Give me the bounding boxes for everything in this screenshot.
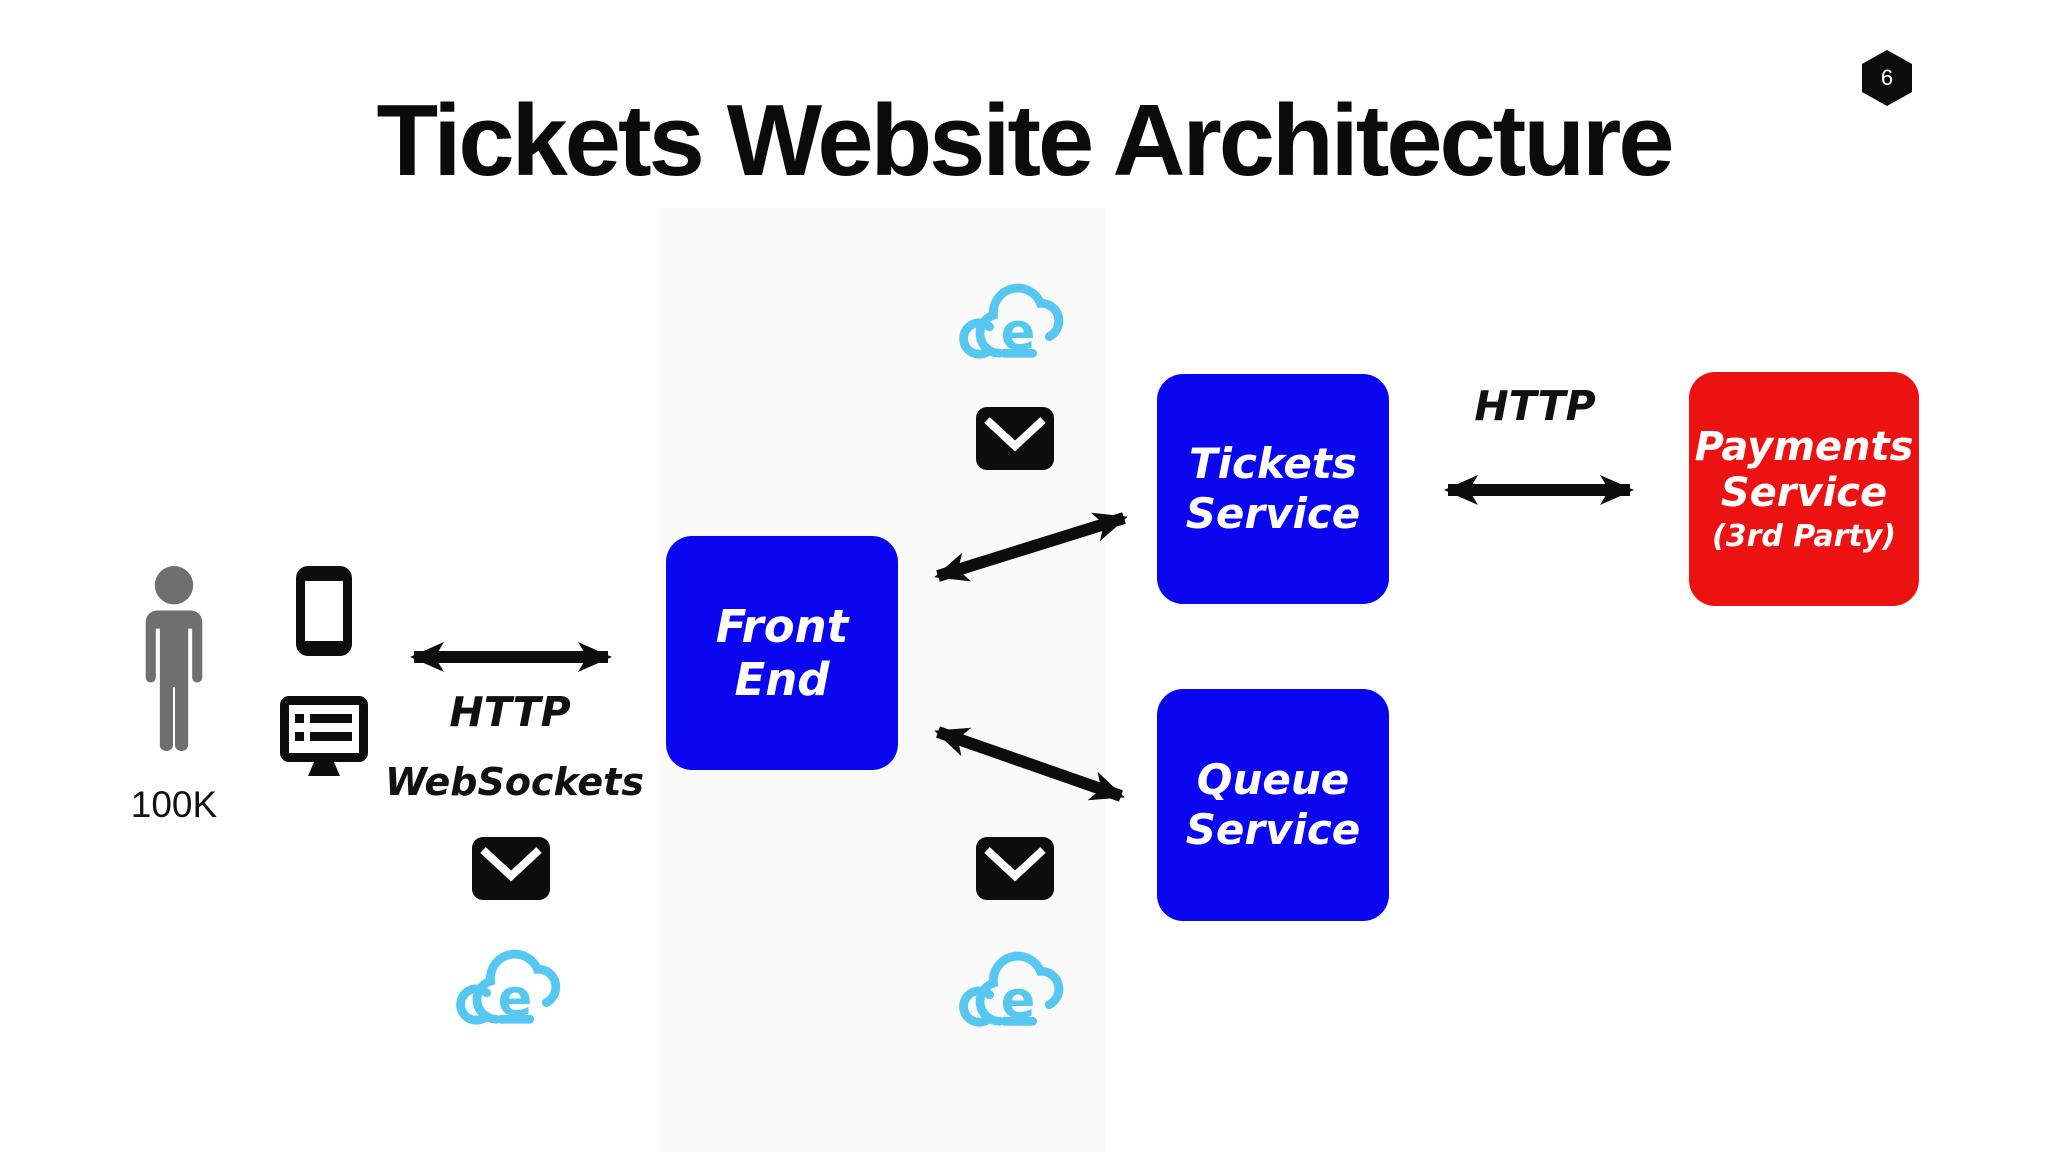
envelope-icon [470,835,552,902]
http-label-client: HTTP [449,688,571,736]
front-end-label: Front End [715,600,849,706]
payments-service-node: Payments Service (3rd Party) [1689,372,1919,606]
frontend-queue-arrow [920,714,1140,814]
payments-service-label-line1: Payments [1694,423,1914,470]
payments-service-label-line2: Service [1720,469,1888,516]
svg-text:e: e [1001,971,1036,1030]
queue-service-node: Queue Service [1157,689,1389,921]
tickets-service-label-line1: Tickets [1189,439,1357,489]
envelope-icon [974,835,1056,902]
queue-service-label-line2: Service [1185,805,1361,854]
tickets-payments-arrow [1432,456,1646,524]
svg-text:e: e [498,969,533,1028]
queue-service-label-line1: Queue [1196,755,1350,805]
tickets-service-node: Tickets Service [1157,374,1389,604]
tickets-service-label-line2: Service [1185,489,1361,538]
websockets-label: WebSockets [385,760,644,804]
person-icon [132,564,216,756]
frontend-tickets-arrow [920,496,1144,594]
users-count: 100K [130,784,218,825]
payments-service-label-line3: (3rd Party) [1711,518,1896,554]
svg-text:e: e [1001,303,1036,362]
http-label-payments: HTTP [1474,382,1596,430]
front-end-node: Front End [666,536,898,770]
cloud-e-icon: e [953,938,1079,1032]
cloud-e-icon: e [450,936,576,1030]
monitor-list-icon [278,694,370,778]
page-number-badge: 6 [1862,50,1912,106]
client-frontend-arrow [398,620,624,694]
page-number: 6 [1880,65,1894,90]
page-title: Tickets Website Architecture [376,85,1675,197]
smartphone-icon [294,564,354,658]
cloud-e-icon: e [953,270,1079,364]
envelope-icon [974,405,1056,472]
